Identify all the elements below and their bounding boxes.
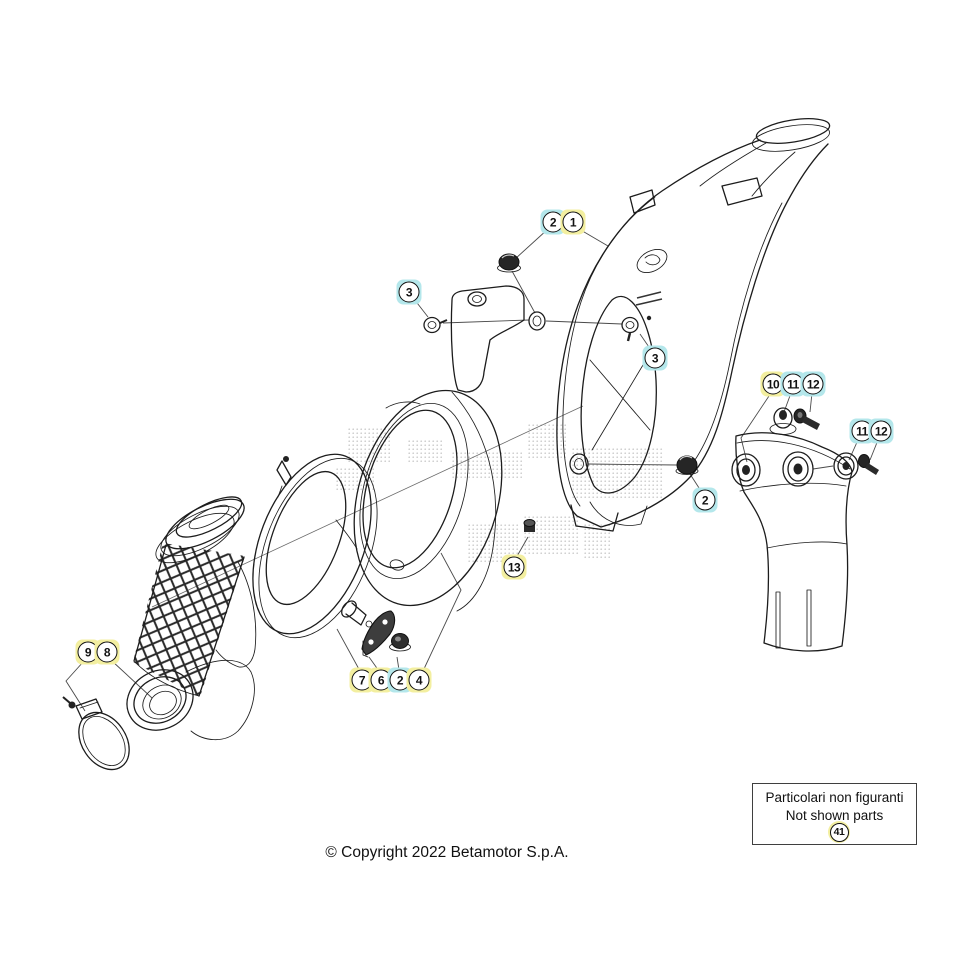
callout-2-right[interactable]: 2 — [692, 487, 718, 513]
intake-boot — [126, 659, 255, 741]
grommet-10-11 — [769, 407, 797, 435]
callout-label: 7 — [351, 669, 373, 691]
callout-label: 2 — [694, 489, 716, 511]
note-line-italian: Particolari non figuranti — [765, 790, 904, 805]
nut-2-4 — [389, 633, 411, 652]
callout-3-right[interactable]: 3 — [642, 345, 668, 371]
leader-lines — [65, 228, 879, 712]
callout-label: 4 — [408, 669, 430, 691]
copyright-text: © Copyright 2022 Betamotor S.p.A. — [325, 844, 569, 861]
air-filter — [133, 496, 257, 697]
callout-1[interactable]: 1 — [560, 209, 586, 235]
callout-label: 41 — [829, 822, 849, 842]
callout-4[interactable]: 4 — [406, 667, 432, 693]
screw-3-right — [621, 316, 639, 342]
airbox-body — [450, 118, 831, 532]
callout-label: 3 — [398, 281, 420, 303]
grommet-11-right — [833, 452, 859, 480]
callout-12-upper[interactable]: 12 — [800, 371, 826, 397]
airbox-cover — [353, 389, 503, 612]
grommet-upper — [497, 253, 521, 273]
callout-label: 13 — [503, 556, 525, 578]
screw-3-left — [423, 316, 448, 334]
screw-12-upper — [793, 408, 820, 430]
callout-label: 9 — [77, 641, 99, 663]
callout-12-right[interactable]: 12 — [868, 418, 894, 444]
callout-label: 3 — [644, 347, 666, 369]
filter-holder-frame — [252, 453, 378, 639]
callout-label: 10 — [762, 373, 784, 395]
callout-8[interactable]: 8 — [94, 639, 120, 665]
screw-12-right — [858, 454, 879, 475]
callout-label: 8 — [96, 641, 118, 663]
nut-13 — [523, 519, 536, 532]
bracket-plate-7-6 — [361, 610, 396, 658]
hose-clamp — [62, 696, 130, 771]
mudguard-panel — [731, 432, 853, 652]
note-line-english: Not shown parts — [785, 808, 884, 823]
grommet-2-right — [675, 455, 699, 475]
callout-41[interactable]: 41 — [828, 821, 850, 843]
callout-label: 1 — [562, 211, 584, 233]
callout-label: 12 — [870, 420, 892, 442]
callout-3-left[interactable]: 3 — [396, 279, 422, 305]
hardware-parts — [361, 253, 879, 658]
callout-label: 12 — [802, 373, 824, 395]
callout-13[interactable]: 13 — [501, 554, 527, 580]
brand-logo-mark — [635, 248, 668, 321]
